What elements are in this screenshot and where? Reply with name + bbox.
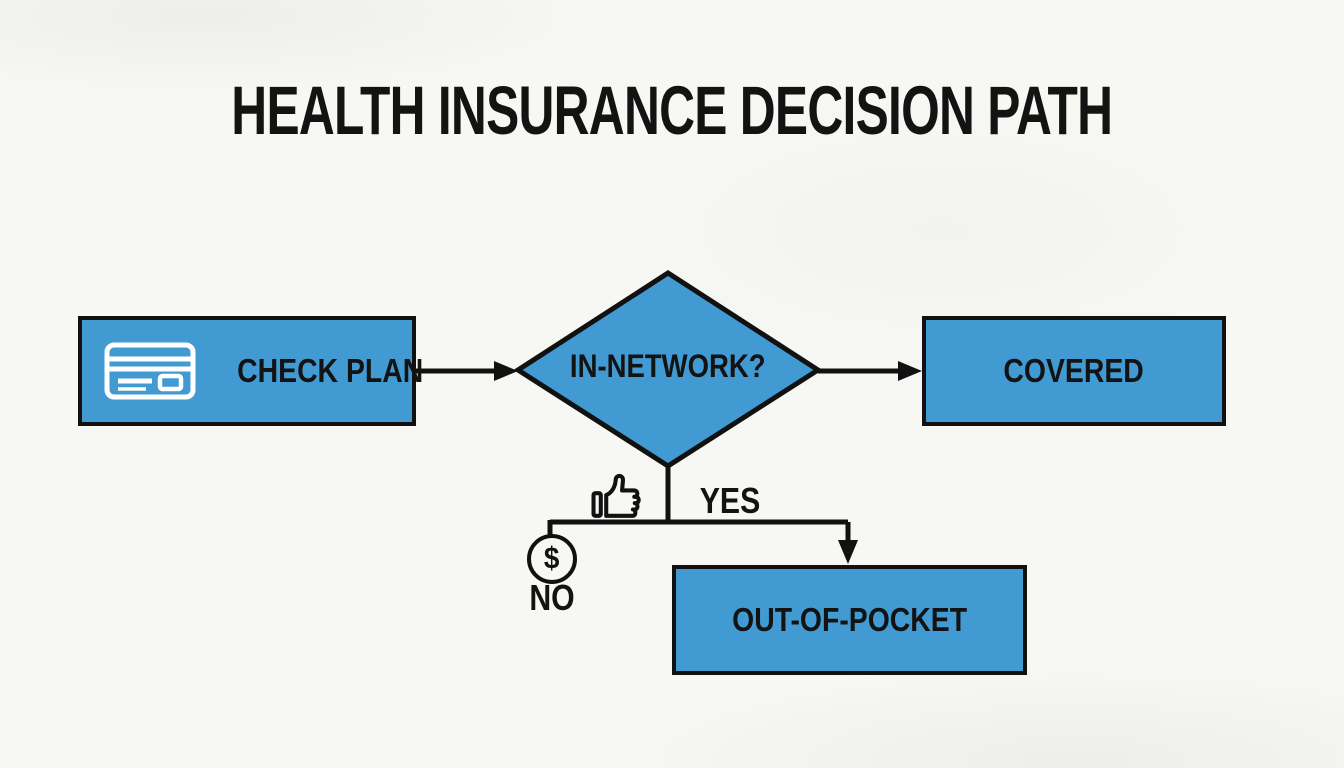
arrowhead-right-2 bbox=[898, 361, 922, 381]
arrowhead-down-1 bbox=[838, 540, 858, 564]
node-covered: COVERED bbox=[922, 316, 1226, 426]
thumbs-up-icon bbox=[589, 466, 647, 524]
page-title: HEALTH INSURANCE DECISION PATH bbox=[231, 72, 1114, 149]
node-covered-label: COVERED bbox=[1003, 352, 1145, 389]
branch-label-no: NO bbox=[529, 577, 575, 618]
dollar-circle-icon: $ bbox=[527, 534, 577, 584]
branch-label-yes: YES bbox=[699, 480, 761, 521]
node-check-plan-label: CHECK PLAN bbox=[237, 352, 424, 389]
arrowhead-right-1 bbox=[494, 361, 518, 381]
credit-card-icon bbox=[104, 342, 196, 400]
node-in-network-label: IN-NETWORK? bbox=[570, 348, 766, 384]
node-out-of-pocket-label: OUT-OF-POCKET bbox=[732, 601, 967, 638]
node-check-plan: CHECK PLAN bbox=[78, 316, 423, 426]
decision-diamond-shape bbox=[513, 270, 823, 469]
node-out-of-pocket: OUT-OF-POCKET bbox=[672, 565, 1027, 675]
